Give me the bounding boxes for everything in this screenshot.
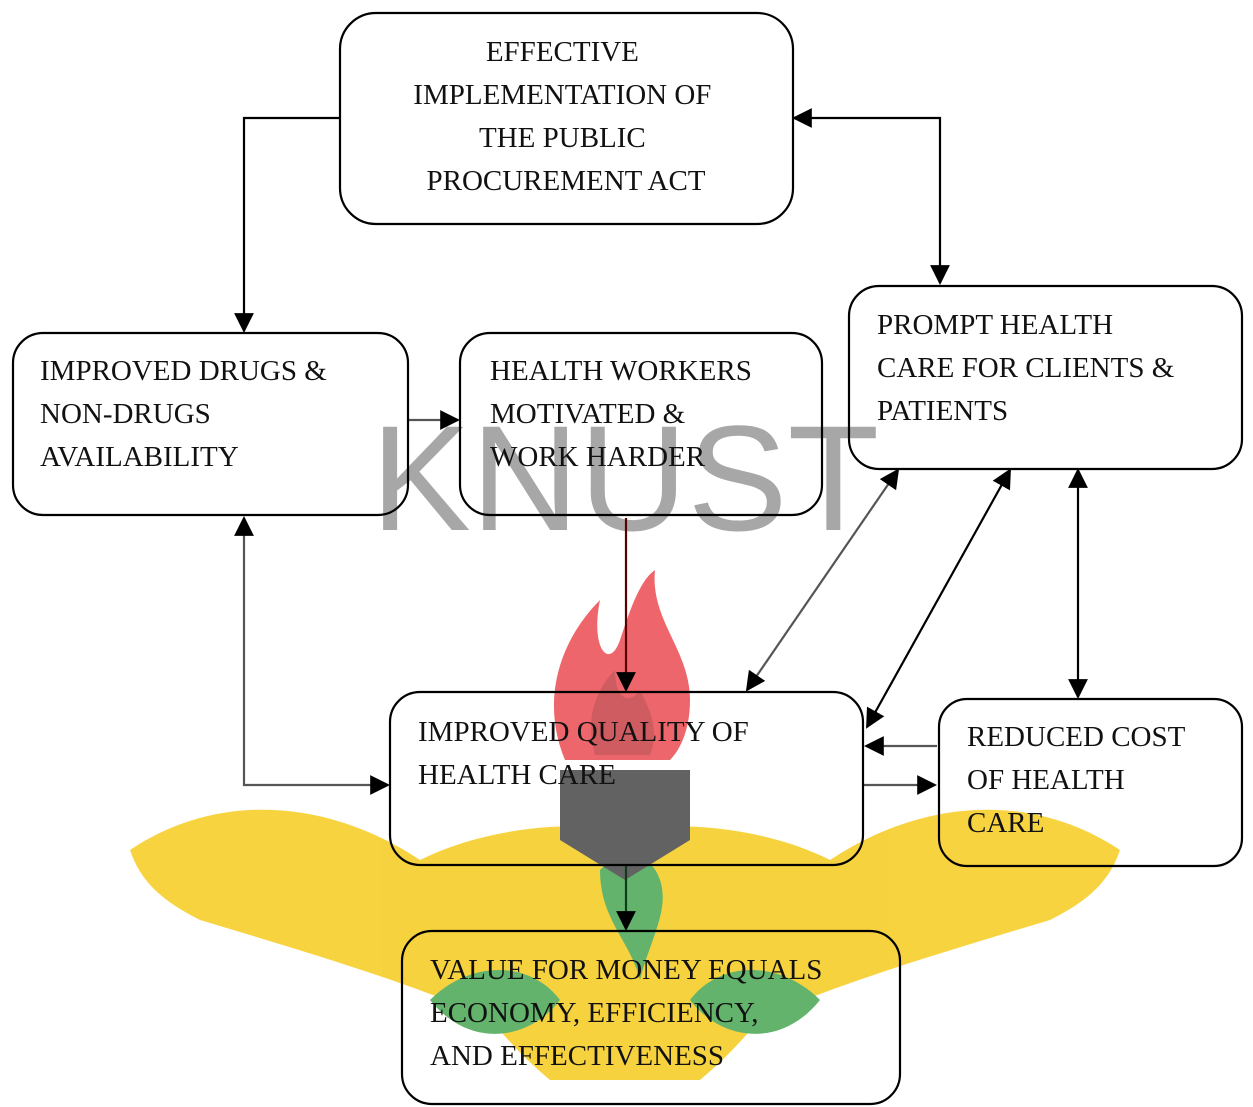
node-prompt-health-care: PROMPT HEALTH CARE FOR CLIENTS & PATIENT… — [847, 284, 1244, 471]
node-prompt-line-3: PATIENTS — [877, 395, 1008, 427]
svg-text:IMPROVED DRUGS & NON-DRU: IMPROVED DRUGS & NON-DRUGS AVAILABILITY — [40, 355, 334, 473]
node-workers-line-3: WORK HARDER — [490, 441, 706, 473]
node-health-workers: HEALTH WORKERS MOTIVATED & WORK HARDER — [458, 331, 824, 517]
node-cost-line-1: REDUCED COST — [967, 721, 1186, 753]
node-drugs-line-2: NON-DRUGS — [40, 398, 211, 430]
node-prompt-line-2: CARE FOR CLIENTS & — [877, 352, 1175, 384]
crest-leaf-left — [430, 970, 560, 1034]
node-improved-drugs: IMPROVED DRUGS & NON-DRUGS AVAILABILITY — [11, 331, 410, 517]
node-ppa-line-3: THE PUBLIC — [479, 122, 646, 154]
node-workers-line-1: HEALTH WORKERS — [490, 355, 752, 387]
node-prompt-line-1: PROMPT HEALTH — [877, 309, 1113, 341]
node-ppa-line-1: EFFECTIVE — [486, 36, 639, 68]
crest-flame — [553, 570, 690, 760]
crest-wing-left — [130, 809, 470, 1010]
university-crest-watermark — [130, 570, 1120, 1080]
edge-ppa-to-drugs — [234, 116, 340, 333]
edge-prompt-quality-b — [866, 468, 1011, 729]
node-reduced-cost: REDUCED COST OF HEALTH CARE — [937, 697, 1244, 868]
svg-text:EFFECTIVE IMPLEMENTATION: EFFECTIVE IMPLEMENTATION OF THE PUBLIC P… — [413, 36, 718, 197]
svg-text:HEALTH WORKERS MOTIVATED: HEALTH WORKERS MOTIVATED & WORK HARDER — [490, 355, 759, 473]
crest-leaf-right — [690, 970, 820, 1034]
node-ppa-line-2: IMPLEMENTATION OF — [413, 79, 711, 111]
crest-shield — [560, 770, 690, 880]
node-improved-quality: IMPROVED QUALITY OF HEALTH CARE — [388, 690, 865, 867]
edge-drugs-quality — [234, 516, 390, 795]
connectors — [234, 108, 1088, 931]
svg-text:VALUE FOR MONEY EQUALS E: VALUE FOR MONEY EQUALS ECONOMY, EFFICIEN… — [430, 954, 830, 1072]
node-ppa-line-4: PROCUREMENT ACT — [426, 165, 705, 197]
node-quality-line-2: HEALTH CARE — [418, 759, 616, 791]
node-effective-implementation: EFFECTIVE IMPLEMENTATION OF THE PUBLIC P… — [338, 11, 795, 226]
node-drugs-line-1: IMPROVED DRUGS & — [40, 355, 327, 387]
edge-ppa-prompt — [792, 108, 950, 285]
node-quality-line-1: IMPROVED QUALITY OF — [418, 716, 749, 748]
node-workers-line-2: MOTIVATED & — [490, 398, 686, 430]
node-vfm-line-3: AND EFFECTIVENESS — [430, 1040, 724, 1072]
node-cost-line-3: CARE — [967, 807, 1044, 839]
node-drugs-line-3: AVAILABILITY — [40, 441, 239, 473]
svg-text:REDUCED COST OF HEALTH: REDUCED COST OF HEALTH CARE — [967, 721, 1192, 839]
node-value-for-money: VALUE FOR MONEY EQUALS ECONOMY, EFFICIEN… — [400, 929, 902, 1106]
node-vfm-line-2: ECONOMY, EFFICIENCY, — [430, 997, 758, 1029]
crest-wing-right — [780, 809, 1120, 1010]
svg-text:IMPROVED QUALITY OF HEAL: IMPROVED QUALITY OF HEALTH CARE — [418, 716, 756, 791]
svg-text:PROMPT HEALTH CARE FOR C: PROMPT HEALTH CARE FOR CLIENTS & PATIENT… — [877, 309, 1182, 427]
node-cost-line-2: OF HEALTH — [967, 764, 1125, 796]
node-vfm-line-1: VALUE FOR MONEY EQUALS — [430, 954, 822, 986]
